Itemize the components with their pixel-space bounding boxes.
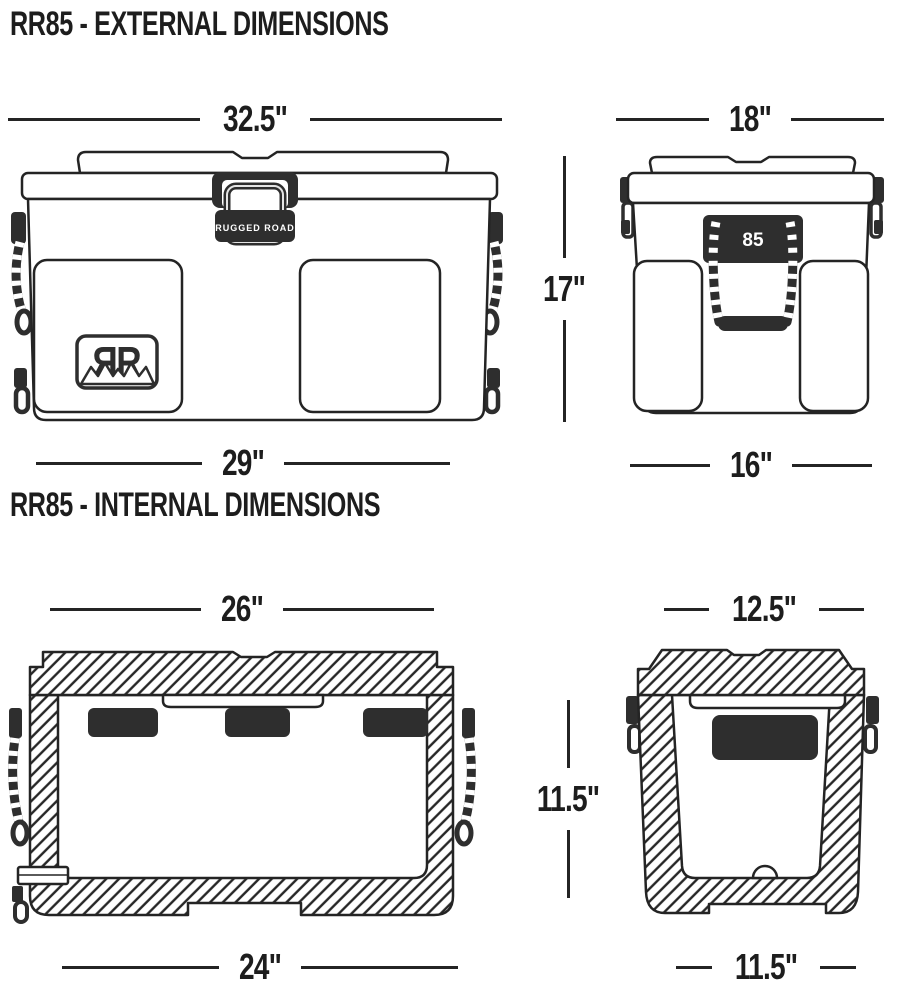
- dim-external-front-top-width: 32.5": [8, 98, 503, 140]
- dimension-line: [62, 965, 219, 969]
- front-panel-right: [298, 258, 442, 414]
- dimension-label: 32.5": [222, 98, 288, 139]
- external-side-view-drawing: 85: [620, 155, 886, 415]
- dimension-label: 11.5": [536, 778, 600, 819]
- dim-internal-front-bottom-width: 24": [62, 946, 458, 988]
- drain-loop: [13, 900, 29, 924]
- rope-bracket: [11, 212, 26, 244]
- divider-slot-2: [225, 708, 290, 737]
- drain-plug: [12, 865, 70, 924]
- latch-assembly: RUGGED ROAD: [212, 172, 298, 246]
- side-panel-right: [798, 259, 870, 413]
- divider-slot: [712, 715, 818, 760]
- rope-stripes: [8, 737, 24, 824]
- rope-left: [8, 708, 30, 847]
- external-front-view-drawing: RUGGED ROAD R R: [11, 150, 508, 422]
- side-handle: 85: [703, 215, 803, 331]
- size-badge-text: 85: [742, 230, 764, 251]
- rope: [11, 237, 27, 317]
- bracket: [626, 696, 639, 724]
- dimension-line: [284, 461, 450, 465]
- dimension-line: [310, 117, 503, 121]
- rope-loop-lower: [13, 385, 31, 415]
- logo-mountains: [79, 361, 156, 386]
- drain-bracket: [12, 886, 23, 902]
- insulated-lid: [28, 650, 455, 697]
- dim-internal-front-top-width: 26": [50, 588, 434, 630]
- lid-gasket-lip: [161, 693, 325, 709]
- dimension-label: 16": [729, 444, 773, 485]
- dimension-label: 26": [220, 588, 264, 629]
- dimension-line: [562, 320, 566, 422]
- dimension-line: [283, 607, 434, 611]
- internal-front-section-drawing: [8, 650, 508, 924]
- dimension-label: 18": [728, 98, 772, 139]
- dimension-line: [820, 965, 856, 969]
- lid-top: [76, 150, 450, 175]
- cooler-front-view: RUGGED ROAD R R: [11, 150, 503, 422]
- insulated-lid: [636, 648, 866, 697]
- dimension-line: [8, 117, 200, 121]
- front-cross-section: [8, 650, 475, 924]
- external-dimensions-title: RR85 - EXTERNAL DIMENSIONS: [10, 5, 389, 43]
- dimension-line: [301, 965, 458, 969]
- rope-bracket: [9, 708, 22, 738]
- dimension-line: [819, 607, 865, 611]
- dim-external-height: 17": [524, 156, 604, 422]
- dimension-label: 17": [542, 268, 586, 309]
- dim-external-front-bottom-width: 29": [36, 442, 450, 484]
- internal-dimensions-title: RR85 - INTERNAL DIMENSIONS: [10, 486, 381, 524]
- divider-slot-3: [363, 708, 428, 737]
- dim-external-side-top-width: 18": [616, 98, 884, 140]
- dimension-line: [791, 117, 884, 121]
- handle-rope-left-stripes: [708, 221, 724, 324]
- dimension-line: [664, 607, 709, 611]
- dim-internal-side-bottom-width: 11.5": [676, 946, 856, 988]
- dimension-label: 24": [238, 946, 282, 987]
- rope-loop: [14, 308, 34, 336]
- handle-rope-right-stripes: [782, 221, 798, 324]
- lid-top: [648, 155, 857, 175]
- dimension-label: 12.5": [731, 588, 797, 629]
- internal-side-section-drawing: [626, 648, 881, 915]
- insulated-walls: [636, 693, 866, 915]
- size-badge-panel: [703, 215, 803, 263]
- rope-handle-left: [11, 212, 34, 415]
- dimension-line: [566, 830, 570, 898]
- latch-label-plate: [215, 210, 295, 242]
- side-cross-section: [626, 648, 881, 915]
- corner-bracket-right: [863, 694, 881, 754]
- corner-bracket-left: [626, 696, 642, 754]
- dimension-line: [616, 117, 709, 121]
- rope-loop: [10, 819, 30, 847]
- dimension-line: [630, 463, 710, 467]
- dimension-line: [792, 463, 872, 467]
- lid-gasket-lip: [688, 693, 847, 710]
- divider-slot-1: [88, 708, 158, 737]
- dim-internal-height: 11.5": [520, 700, 616, 898]
- dimension-line: [36, 461, 202, 465]
- lid-band: [626, 171, 876, 205]
- dim-internal-side-top-width: 12.5": [664, 588, 865, 630]
- handle-grip: [718, 316, 788, 331]
- cooler-side-view: 85: [620, 155, 886, 415]
- dim-external-side-bottom-width: 16": [630, 444, 872, 486]
- side-panel-left: [632, 259, 704, 413]
- rr-logo-icon: R R: [75, 334, 159, 390]
- rope-right: [457, 708, 475, 844]
- dimension-label: 29": [221, 442, 265, 483]
- rope-bracket-lower: [14, 368, 27, 388]
- latch-brand-text: RUGGED ROAD: [215, 223, 295, 233]
- dimension-line: [562, 156, 566, 258]
- dimension-label: 11.5": [734, 946, 798, 987]
- dimension-line: [676, 965, 712, 969]
- dimension-line: [566, 700, 570, 768]
- dimension-line: [50, 607, 201, 611]
- bracket-clip: [621, 220, 630, 234]
- drain-hole: [751, 864, 779, 880]
